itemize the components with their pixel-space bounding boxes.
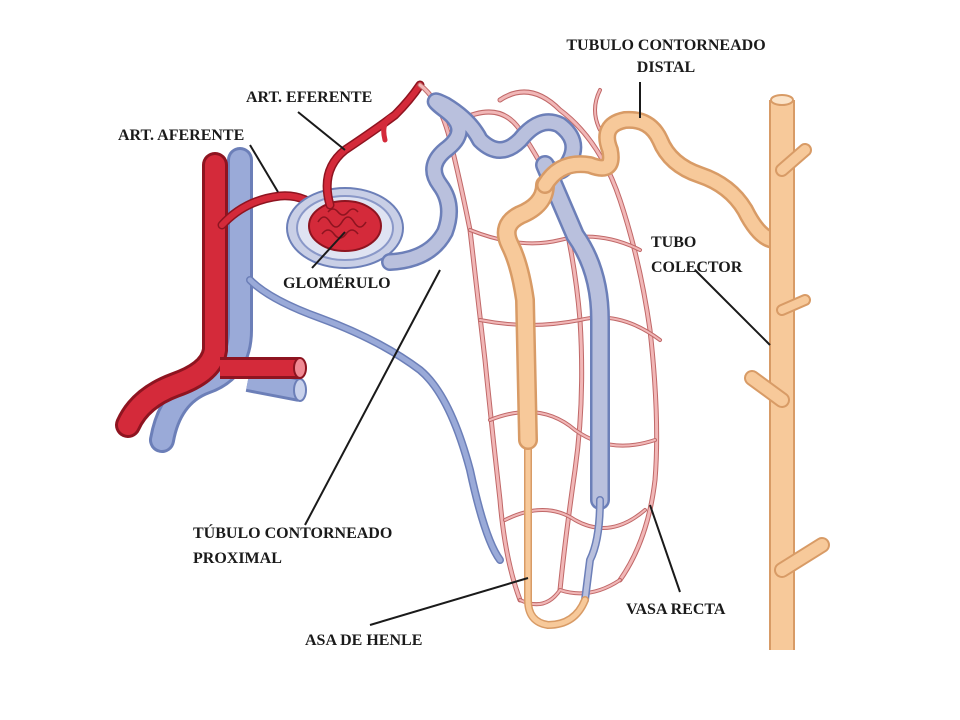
- leader-henle: [369, 577, 529, 626]
- label-efferent-artery: ART. EFERENTE: [246, 89, 372, 106]
- label-distal-tubule-line1: TUBULO CONTORNEADO: [566, 37, 765, 54]
- glomerulus-tuft: [308, 200, 382, 252]
- distal-tubule: [536, 110, 784, 249]
- leader-lines: [249, 82, 771, 626]
- collecting-duct: [744, 94, 830, 650]
- label-proximal-tubule-line2: PROXIMAL: [193, 550, 282, 567]
- leader-vasa-recta: [649, 504, 681, 593]
- renal-artery-branch: [115, 152, 307, 438]
- peritubular-capillaries: [417, 82, 662, 607]
- label-loop-of-henle: ASA DE HENLE: [305, 632, 422, 649]
- label-collecting-duct-line2: COLECTOR: [651, 259, 743, 276]
- leader-efferent: [297, 111, 346, 151]
- label-afferent-artery: ART. AFERENTE: [118, 127, 244, 144]
- proximal-tubule: [381, 92, 610, 604]
- label-proximal-tubule-line1: TÚBULO CONTORNEADO: [193, 523, 392, 542]
- label-collecting-duct-line1: TUBO: [651, 234, 696, 251]
- leader-glomerulus: [311, 231, 346, 269]
- leader-collecting: [694, 269, 771, 346]
- label-vasa-recta: VASA RECTA: [626, 601, 726, 618]
- leader-afferent: [249, 144, 279, 193]
- leader-proximal: [304, 269, 441, 526]
- loop-of-henle: [496, 175, 589, 629]
- label-distal-tubule-line2: DISTAL: [637, 59, 695, 76]
- venule: [246, 276, 504, 564]
- label-glomerulus: GLOMÉRULO: [283, 273, 391, 292]
